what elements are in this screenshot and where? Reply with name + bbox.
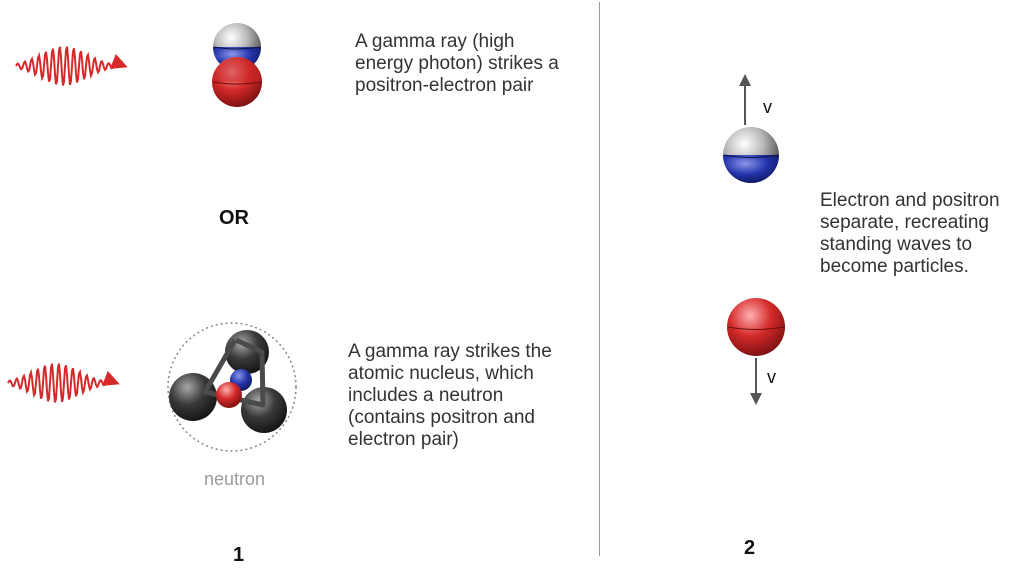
velocity-arrow-down <box>750 358 762 405</box>
panel-divider <box>599 2 600 556</box>
description-gamma-nucleus: A gamma ray strikes the atomic nucleus, … <box>348 341 552 450</box>
quark-ball-left <box>169 373 217 421</box>
velocity-arrow-up <box>739 74 751 125</box>
or-label: OR <box>219 207 249 229</box>
description-separation: Electron and positron separate, recreati… <box>820 190 1000 277</box>
electron-sphere-right <box>727 298 785 356</box>
positron-sphere-right <box>723 127 779 183</box>
quark-bond-lines <box>202 337 266 408</box>
positron-electron-pair-top <box>212 23 262 107</box>
description-gamma-pair: A gamma ray (high energy photon) strikes… <box>355 31 559 96</box>
velocity-label-up: v <box>763 97 772 117</box>
gamma-ray-wave-top <box>15 46 128 86</box>
quark-ball-right <box>241 387 287 433</box>
neutron-illustration <box>167 322 297 452</box>
electron-sphere-in-neutron <box>216 382 242 408</box>
panel-number-1: 1 <box>233 544 245 566</box>
electron-sphere-top <box>212 57 262 107</box>
panel-number-2: 2 <box>744 537 756 559</box>
gamma-ray-wave-bottom <box>7 363 120 403</box>
neutron-boundary <box>167 322 297 452</box>
velocity-label-down: v <box>767 367 776 387</box>
neutron-caption: neutron <box>204 469 266 489</box>
